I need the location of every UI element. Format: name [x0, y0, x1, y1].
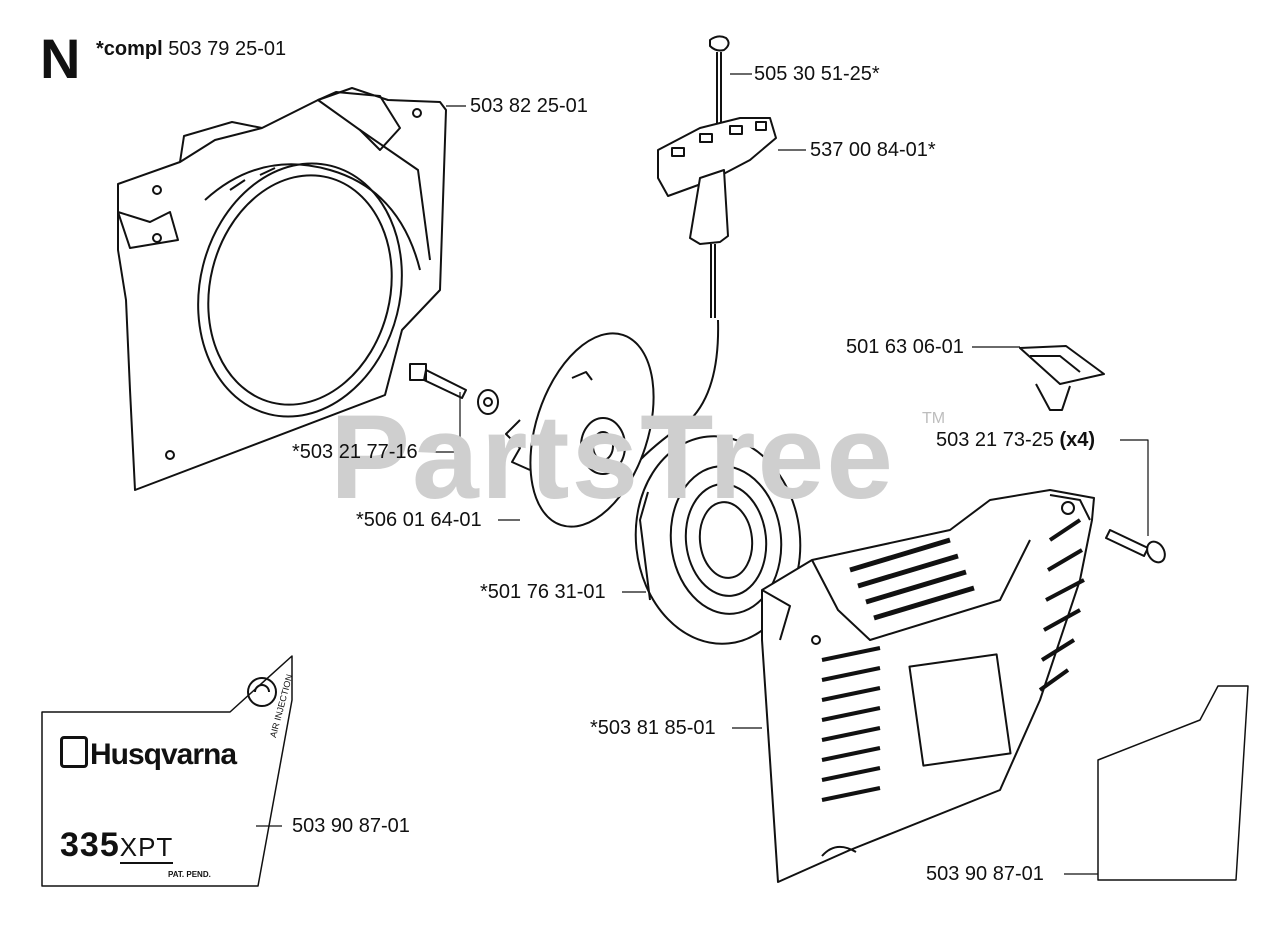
part-label-pulley[interactable]: *506 01 64-01	[356, 509, 482, 531]
fan-housing-drawing	[117, 87, 447, 491]
part-label-starter-cover[interactable]: *503 81 85-01	[590, 717, 716, 739]
part-label-bolt[interactable]: *503 21 77-16	[292, 441, 418, 463]
decal-left-drawing	[41, 655, 293, 887]
part-label-decal-right[interactable]: 503 90 87-01	[926, 863, 1044, 885]
part-label-screw[interactable]: 503 21 73-25 (x4)	[936, 429, 1095, 452]
part-label-housing[interactable]: 503 82 25-01	[470, 95, 588, 117]
part-label-grommet[interactable]: 501 63 06-01	[846, 336, 964, 358]
compl-label: *compl 503 79 25-01	[96, 38, 286, 61]
leader-lines	[256, 73, 1149, 875]
rope-handle-drawing	[639, 35, 777, 461]
screw-part-number: 503 21 73-25	[936, 429, 1054, 451]
bolt-drawing	[409, 363, 499, 415]
decal-model-number: 335	[60, 826, 120, 864]
compl-prefix: *compl	[96, 38, 163, 60]
decal-right-drawing	[1097, 685, 1249, 881]
decal-model-suffix: XPT	[119, 832, 174, 864]
starter-cover-drawing	[761, 489, 1095, 883]
part-label-rope[interactable]: 505 30 51-25*	[754, 63, 880, 85]
husqvarna-logo-icon	[60, 736, 88, 768]
decal-brand-name: Husqvarna	[90, 738, 237, 771]
compl-part-number[interactable]: 503 79 25-01	[168, 38, 287, 60]
part-label-cassette[interactable]: *501 76 31-01	[480, 581, 606, 603]
part-label-decal-left[interactable]: 503 90 87-01	[292, 815, 410, 837]
screw-drawing	[1105, 529, 1166, 564]
screw-quantity: (x4)	[1059, 429, 1096, 451]
grommet-drawing	[1019, 345, 1105, 411]
decal-brand: Husqvarna	[60, 736, 237, 772]
watermark: PartsTree	[330, 390, 896, 524]
trademark-symbol: TM	[922, 410, 946, 427]
cassette-drawing	[634, 435, 802, 645]
pulley-drawing	[505, 332, 655, 528]
decal-pat: PAT. PEND.	[168, 870, 211, 879]
decal-model: 335XPT	[60, 826, 174, 865]
part-label-handle[interactable]: 537 00 84-01*	[810, 139, 936, 161]
section-letter: N	[40, 27, 81, 90]
